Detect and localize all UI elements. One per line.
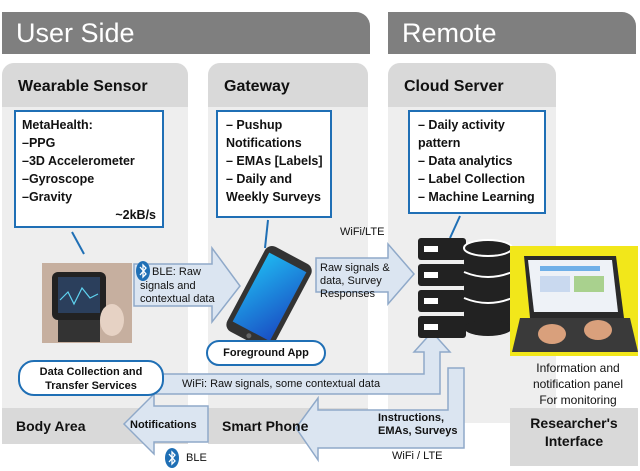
gateway-line: Notifications <box>226 136 302 150</box>
wearable-spec-box: MetaHealth: –PPG –3D Accelerometer –Gyro… <box>14 110 164 228</box>
researcher-label: Researcher's Interface <box>530 415 618 449</box>
wifi-raw-label: WiFi: Raw signals, some contextual data <box>182 378 381 390</box>
foreground-app-pill: Foreground App <box>206 340 326 366</box>
instructions-label: Instructions, EMAs, Surveys <box>378 412 458 437</box>
laptop-image <box>510 246 638 356</box>
cloud-line: – Data analytics <box>418 154 513 168</box>
smart-phone-label: Smart Phone <box>222 418 309 434</box>
body-area-label: Body Area <box>16 418 86 434</box>
bluetooth-icon <box>136 261 150 281</box>
user-side-header: User Side <box>2 12 370 54</box>
callout-line <box>71 231 85 255</box>
ble-raw-label: BLE: Raw <box>152 266 201 278</box>
cloud-line: – Daily activity <box>418 118 505 132</box>
wifi-raw-arrow <box>119 330 452 395</box>
cloud-features-box: – Daily activity pattern – Data analytic… <box>408 110 546 214</box>
notifications-arrow <box>122 392 209 456</box>
wearable-tab <box>2 63 188 107</box>
wearable-box-heading: MetaHealth: <box>22 118 93 132</box>
gateway-features-box: – Pushup Notifications – EMAs [Labels] –… <box>216 110 332 218</box>
info-panel-text: Information and notification panel For m… <box>532 361 624 407</box>
gateway-line: Weekly Surveys <box>226 190 321 204</box>
ble-bottom-label: BLE <box>186 452 207 464</box>
wifi-lte-bottom-label: WiFi / LTE <box>392 450 443 462</box>
ble-raw-arrow <box>133 245 241 325</box>
wearable-item: –PPG <box>22 136 56 150</box>
database-icon <box>463 239 513 336</box>
wifi-lte-top-label: WiFi/LTE <box>340 226 385 238</box>
smartphone-icon <box>226 245 312 350</box>
gateway-line: – EMAs [Labels] <box>226 154 323 168</box>
raw-survey-label: Raw signals & data, Survey Responses <box>320 262 390 300</box>
gateway-line: – Pushup <box>226 118 283 132</box>
cloud-title: Cloud Server <box>404 78 504 95</box>
gateway-title: Gateway <box>224 78 290 95</box>
remote-header: Remote <box>388 12 636 54</box>
callout-line <box>264 219 269 249</box>
wearable-item: –3D Accelerometer <box>22 154 135 168</box>
wearable-title: Wearable Sensor <box>18 78 148 95</box>
researcher-bar <box>510 408 638 466</box>
notifications-label: Notifications <box>130 419 197 431</box>
data-collection-pill: Data Collection and Transfer Services <box>18 360 164 396</box>
wearable-item: –Gravity <box>22 190 73 204</box>
cloud-line: pattern <box>418 136 461 150</box>
bluetooth-icon <box>165 448 179 468</box>
cloud-line: – Label Collection <box>418 172 525 186</box>
wearable-rate: ~2kB/s <box>115 208 156 222</box>
smartwatch-image <box>42 263 132 343</box>
cloud-tab <box>388 63 556 107</box>
gateway-line: – Daily and <box>226 172 292 186</box>
raw-survey-arrow <box>315 241 415 307</box>
wearable-item: –Gyroscope <box>22 172 95 186</box>
ble-raw-label: signals and contextual data <box>140 280 215 305</box>
callout-line <box>449 215 461 239</box>
cloud-line: – Machine Learning <box>418 190 535 204</box>
instructions-arrow <box>295 367 465 463</box>
gateway-tab <box>208 63 368 107</box>
server-icon <box>418 238 466 338</box>
